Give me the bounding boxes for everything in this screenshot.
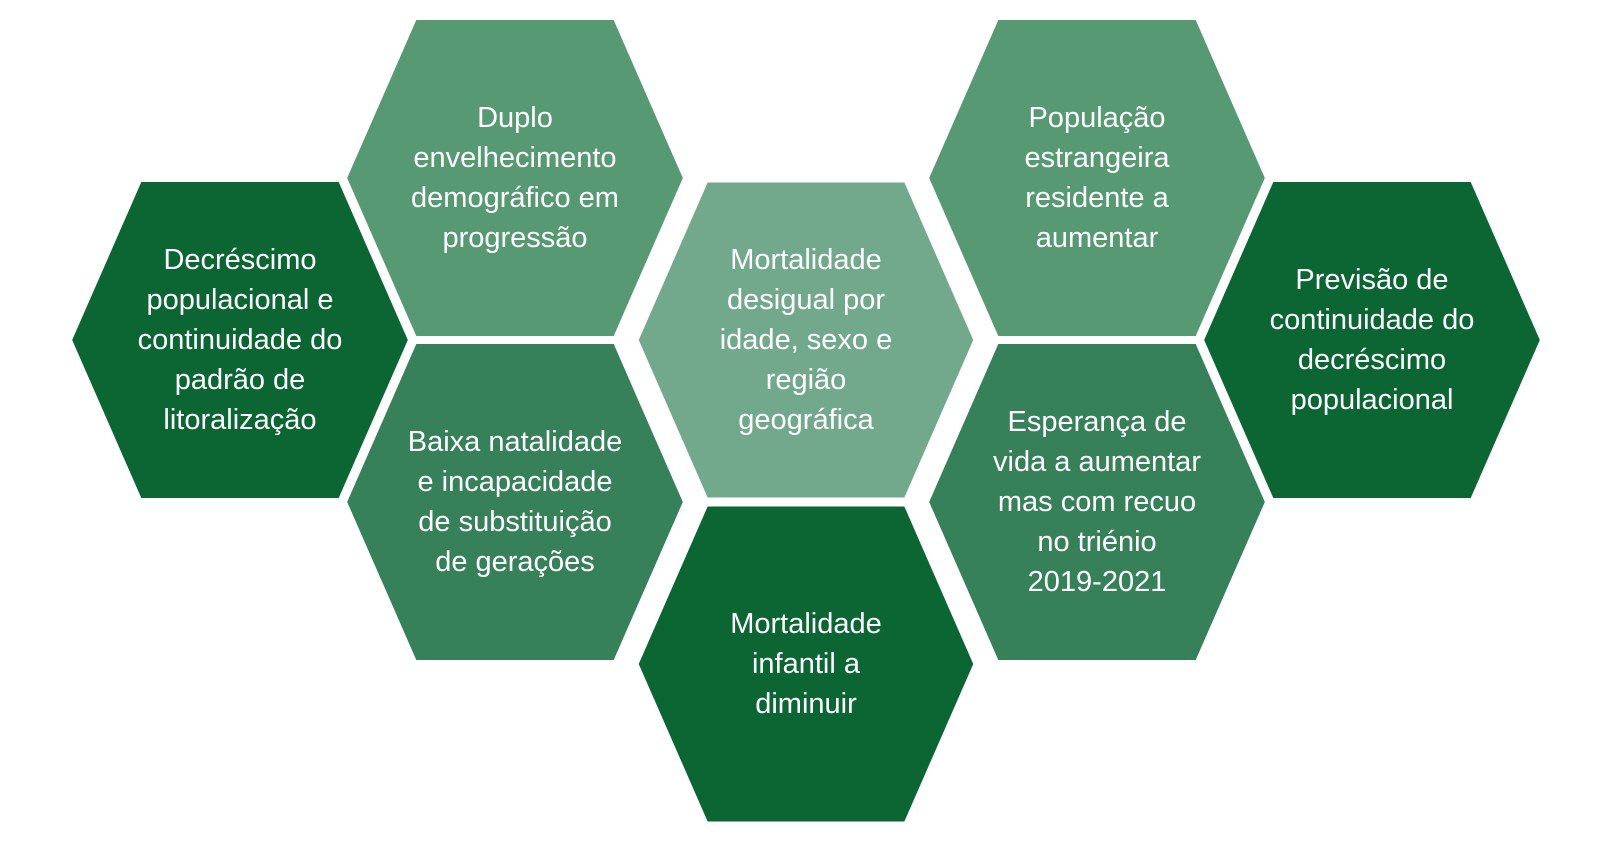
hexagon-previsao-decrescimo xyxy=(1200,178,1544,502)
hexagon-baixa-natalidade xyxy=(343,340,687,664)
hexagon-mortalidade-desigual xyxy=(633,177,979,503)
hexagon-populacao-estrangeira xyxy=(925,16,1269,340)
hexagon-esperanca-de-vida xyxy=(925,340,1269,664)
hexagon-mortalidade-infantil xyxy=(633,501,979,827)
hexagon-duplo-envelhecimento xyxy=(343,16,687,340)
hexagon-decrescimo-populacional xyxy=(68,178,412,502)
